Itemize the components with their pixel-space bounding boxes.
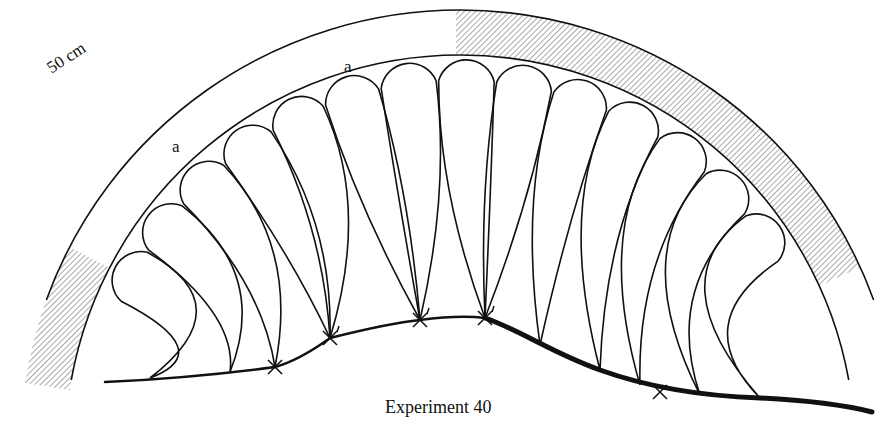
leaf-lobe <box>326 76 420 320</box>
prime-mark <box>492 306 494 312</box>
inner-arc <box>71 55 848 380</box>
leaf-lobe <box>273 96 349 338</box>
callout-letter: a <box>344 58 352 75</box>
cross-mark <box>653 385 667 399</box>
leaf-lobe <box>665 170 748 395</box>
dimension-label: 50 cm <box>44 39 89 76</box>
leaf-lobe <box>112 252 196 378</box>
leaf-lobe <box>532 80 606 345</box>
prime-mark <box>337 326 339 332</box>
leaf-lobe <box>705 214 785 398</box>
leaf-lobe <box>381 63 440 320</box>
leaf-lobe <box>143 204 243 372</box>
leaf-lobe <box>581 102 658 370</box>
cross-mark <box>413 313 427 327</box>
callout-letter: a <box>172 138 180 155</box>
stem <box>485 318 872 412</box>
leaf-lobe <box>483 65 551 318</box>
hatched-band <box>20 10 876 424</box>
figure-caption: Experiment 40 <box>385 398 491 416</box>
leaf-lobe <box>224 125 330 338</box>
stem <box>105 317 485 382</box>
leaf-lobe <box>180 161 281 367</box>
prime-mark <box>427 308 429 314</box>
outer-arc <box>46 10 873 300</box>
cross-mark <box>323 331 337 345</box>
cross-mark <box>478 311 492 325</box>
cross-mark <box>268 360 282 374</box>
leaf-lobe <box>621 133 706 385</box>
